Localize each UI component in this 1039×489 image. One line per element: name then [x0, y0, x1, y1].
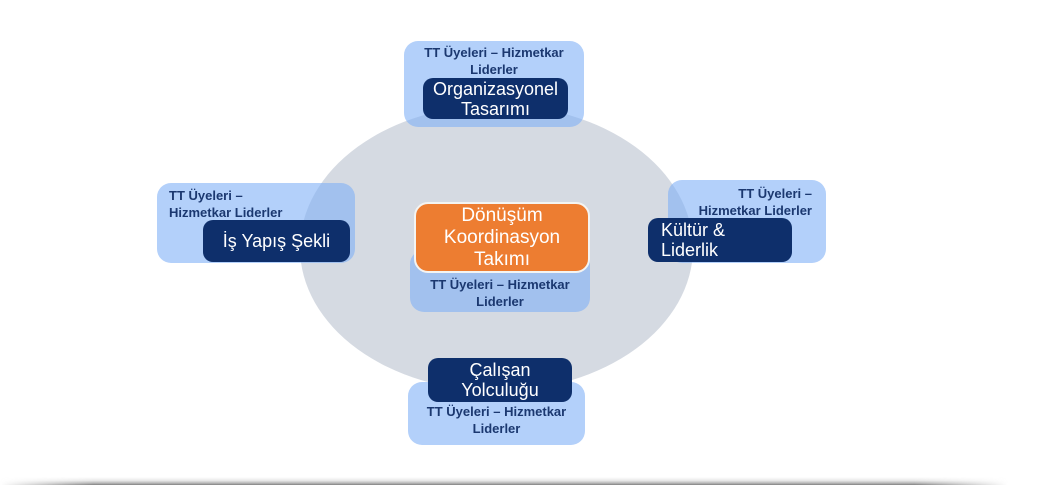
- spoke-top-label: Organizasyonel Tasarımı: [432, 78, 559, 119]
- slide-edge-shadow: [0, 477, 1039, 485]
- spoke-right-label-box: Kültür & Liderlik: [648, 218, 792, 262]
- hub-title-box: Dönüşüm Koordinasyon Takımı: [414, 202, 590, 273]
- hub-title: Dönüşüm Koordinasyon Takımı: [443, 204, 561, 270]
- spoke-bottom-members-label: TT Üyeleri – Hizmetkar Liderler: [426, 404, 567, 436]
- spoke-left-label-box: İş Yapış Şekli: [203, 220, 350, 262]
- spoke-top-members-label: TT Üyeleri – Hizmetkar Liderler: [424, 45, 564, 77]
- hub-members-label: TT Üyeleri – Hizmetkar Liderler: [430, 277, 570, 309]
- spoke-top-label-box: Organizasyonel Tasarımı: [423, 78, 568, 119]
- spoke-right-members-label: TT Üyeleri – Hizmetkar Liderler: [698, 186, 812, 218]
- spoke-bottom-label: Çalışan Yolculuğu: [461, 360, 539, 400]
- spoke-left-label: İş Yapış Şekli: [222, 231, 331, 251]
- spoke-bottom-label-box: Çalışan Yolculuğu: [428, 358, 572, 402]
- spoke-left-members-label: TT Üyeleri – Hizmetkar Liderler: [169, 188, 283, 220]
- spoke-right-label: Kültür & Liderlik: [661, 220, 726, 260]
